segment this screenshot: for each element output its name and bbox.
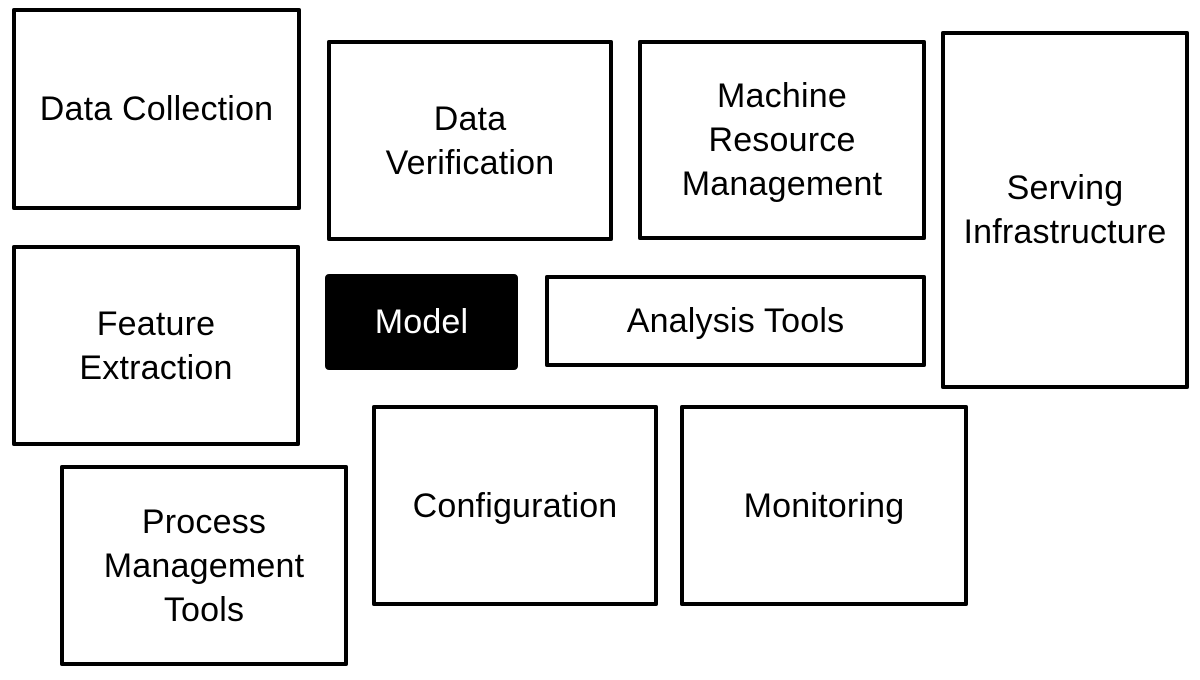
box-data-collection: Data Collection [12,8,301,210]
box-feature-extraction: Feature Extraction [12,245,300,446]
box-feature-extraction-label: Feature Extraction [79,304,233,387]
box-model-label: Model [374,303,469,341]
box-process-management-tools: Process Management Tools [60,465,348,666]
box-analysis-tools-label: Analysis Tools [626,302,845,340]
box-machine-resource-management-label: Machine Resource Management [681,77,883,203]
box-model: Model [325,274,518,370]
box-serving-infrastructure-label: Serving Infrastructure [963,169,1167,251]
box-monitoring-label: Monitoring [743,486,905,525]
box-machine-resource-management: Machine Resource Management [638,40,926,240]
box-monitoring: Monitoring [680,405,968,606]
box-configuration: Configuration [372,405,658,606]
box-data-verification: Data Verification [327,40,613,241]
box-data-verification-label: Data Verification [385,99,555,182]
box-analysis-tools: Analysis Tools [545,275,926,367]
box-process-management-tools-label: Process Management Tools [103,502,305,629]
box-configuration-label: Configuration [412,486,618,525]
box-data-collection-label: Data Collection [39,90,274,128]
box-serving-infrastructure: Serving Infrastructure [941,31,1189,389]
